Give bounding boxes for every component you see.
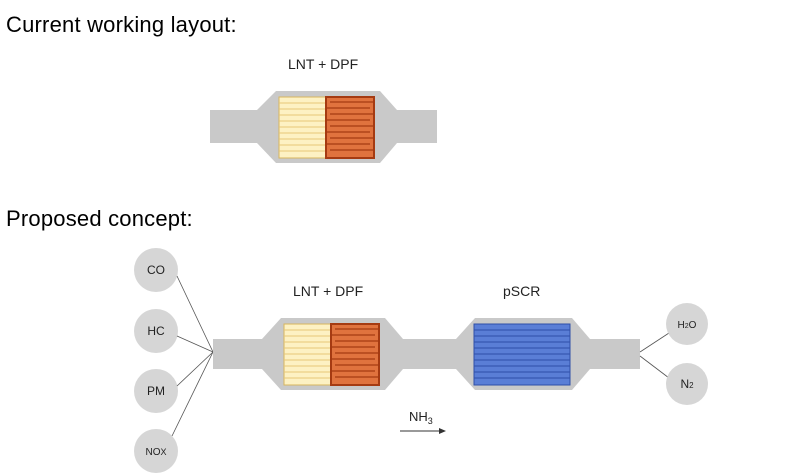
nh3-dosing: NH3 bbox=[400, 409, 446, 434]
connecting-pipe bbox=[395, 339, 465, 369]
pscr-label: pSCR bbox=[503, 283, 541, 299]
input-connectors bbox=[171, 275, 214, 437]
co-circle bbox=[134, 248, 178, 292]
co-text: CO bbox=[147, 263, 165, 277]
lnt-substrate bbox=[278, 96, 327, 159]
current-aftertreatment-unit bbox=[210, 91, 437, 163]
hc-circle bbox=[134, 309, 178, 353]
hc-text: HC bbox=[147, 324, 165, 338]
pscr-unit bbox=[456, 318, 590, 390]
pm-text: PM bbox=[147, 384, 165, 398]
n2-circle bbox=[666, 363, 708, 405]
h2o-circle bbox=[666, 303, 708, 345]
current-layout-heading: Current working layout: bbox=[6, 12, 237, 37]
pm-circle bbox=[134, 369, 178, 413]
proposed-lnt-dpf-label: LNT + DPF bbox=[293, 283, 364, 299]
nox-text: NOX bbox=[145, 447, 166, 458]
proposed-lnt-dpf-unit bbox=[262, 318, 403, 390]
nox-circle bbox=[134, 429, 178, 473]
proposed-outlet-pipe bbox=[585, 339, 640, 369]
output-connectors bbox=[639, 332, 670, 379]
h2o-text: H2O bbox=[678, 320, 697, 331]
proposed-concept-heading: Proposed concept: bbox=[6, 206, 193, 231]
nh3-label: NH3 bbox=[409, 409, 433, 426]
dpf-substrate bbox=[325, 96, 375, 159]
proposed-lnt-substrate bbox=[283, 323, 332, 386]
arrowhead-icon bbox=[439, 428, 446, 434]
n2-text: N2 bbox=[680, 377, 694, 391]
current-lnt-dpf-label: LNT + DPF bbox=[288, 56, 359, 72]
input-species: CO HC PM NOX bbox=[134, 248, 178, 473]
proposed-dpf-substrate bbox=[330, 323, 380, 386]
output-species: H2O N2 bbox=[666, 303, 708, 405]
